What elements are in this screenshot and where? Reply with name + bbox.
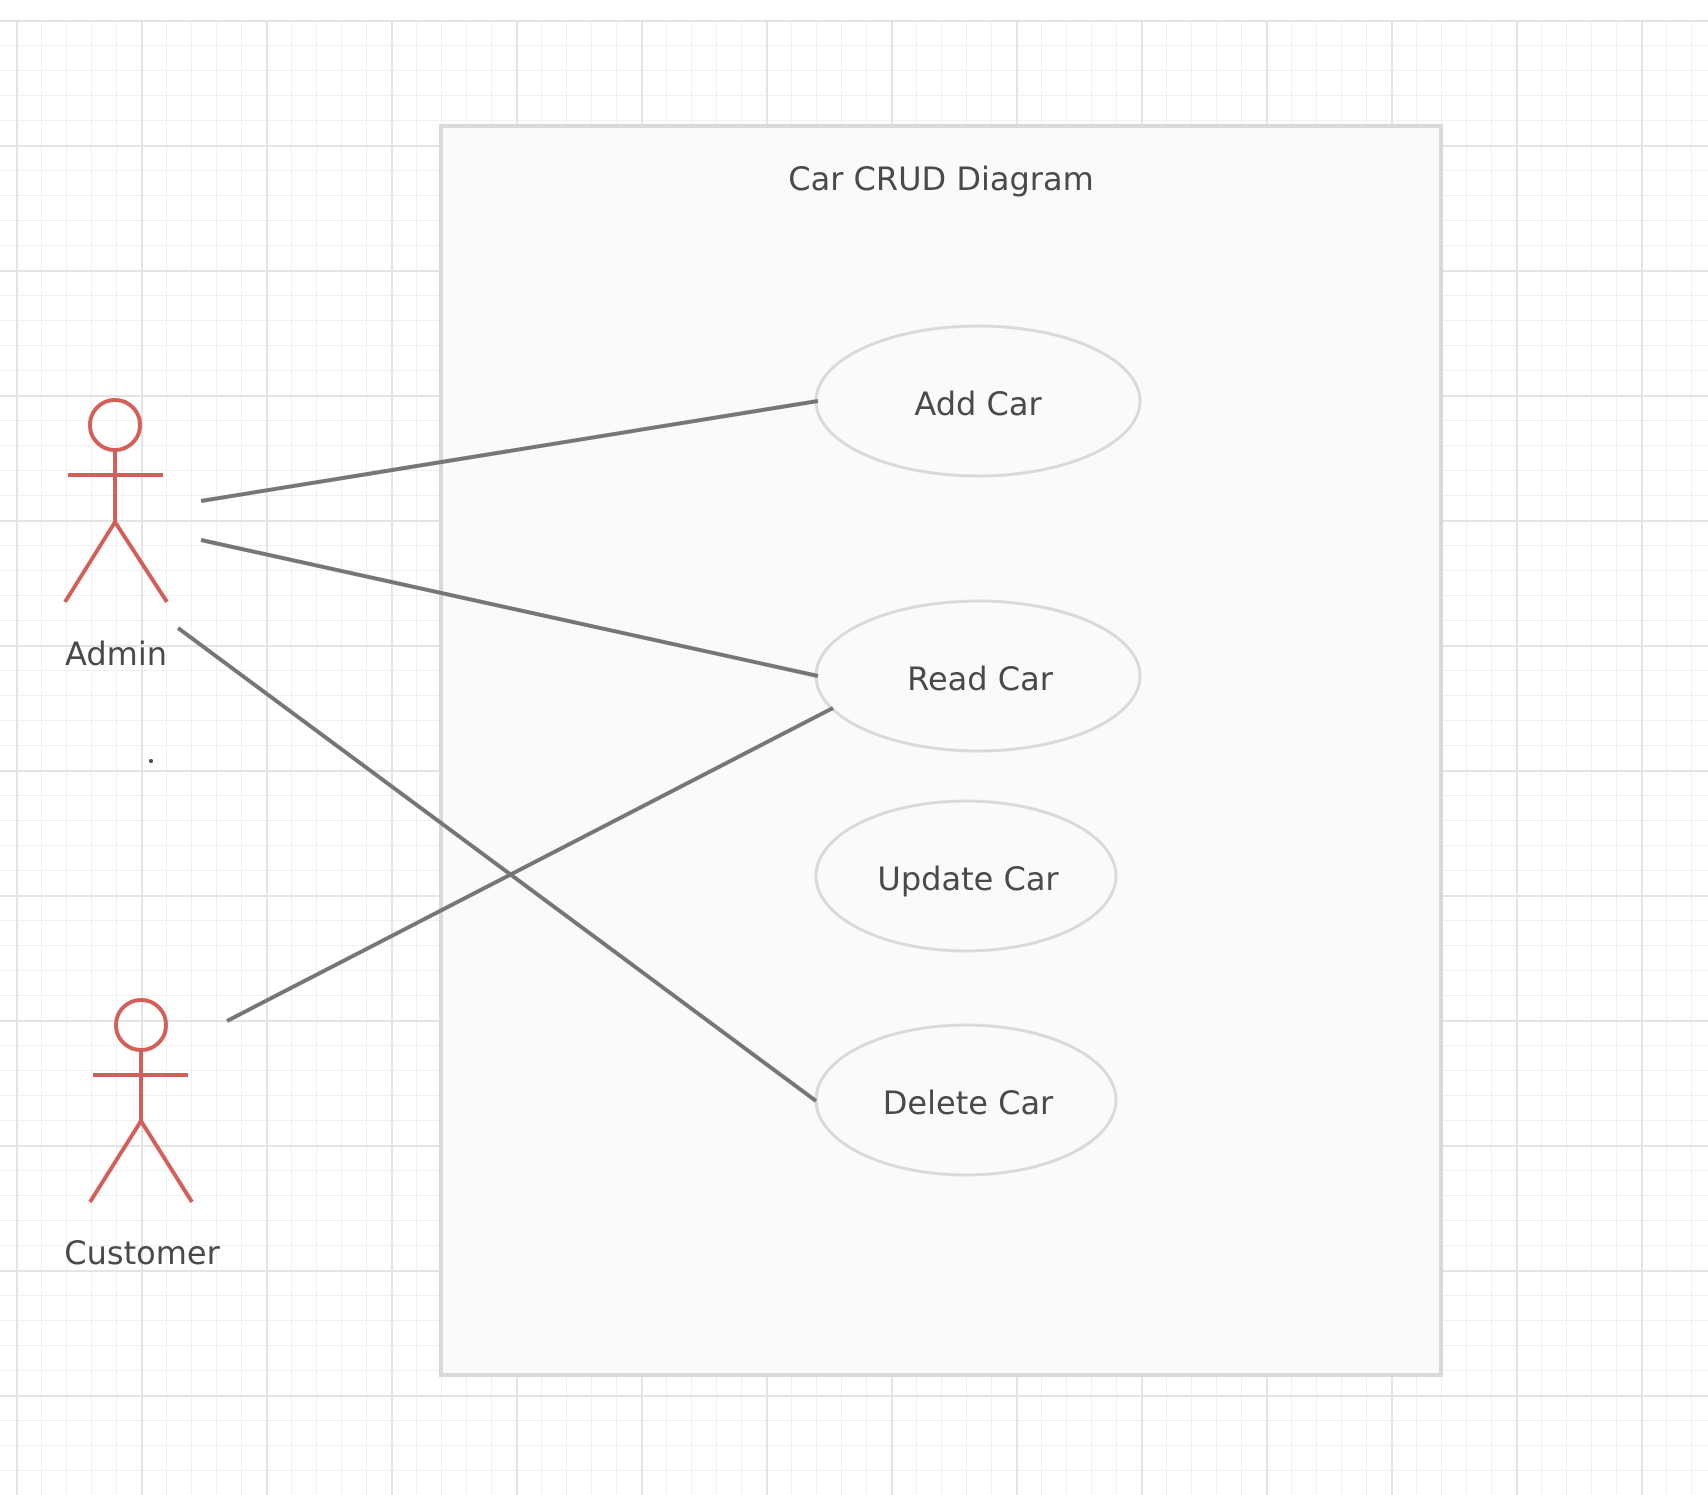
actor-customer-left-leg bbox=[88, 1119, 143, 1204]
actor-admin-figure[interactable] bbox=[63, 398, 169, 604]
stray-dot bbox=[149, 759, 153, 763]
association-admin-delete-car[interactable] bbox=[176, 626, 818, 1103]
association-admin-read-car[interactable] bbox=[200, 538, 819, 678]
actor-admin-right-leg bbox=[113, 520, 169, 604]
use-case-read-car-label: Read Car bbox=[907, 660, 1053, 698]
use-case-update-car[interactable] bbox=[814, 799, 1118, 953]
actor-admin-head bbox=[88, 398, 142, 452]
use-case-add-car-label: Add Car bbox=[914, 385, 1042, 423]
actor-admin-left-leg bbox=[63, 520, 117, 604]
use-case-delete-car-label: Delete Car bbox=[882, 1084, 1054, 1122]
actor-customer-head bbox=[114, 998, 168, 1052]
actor-customer-right-leg bbox=[139, 1119, 194, 1204]
actor-customer-label: Customer bbox=[64, 1234, 220, 1272]
association-customer-read-car[interactable] bbox=[226, 706, 834, 1023]
association-admin-add-car[interactable] bbox=[200, 399, 819, 503]
actor-admin-label: Admin bbox=[65, 635, 167, 673]
use-case-update-car-label: Update Car bbox=[877, 860, 1059, 898]
system-title: Car CRUD Diagram bbox=[788, 160, 1094, 198]
actor-customer-figure[interactable] bbox=[88, 998, 194, 1204]
